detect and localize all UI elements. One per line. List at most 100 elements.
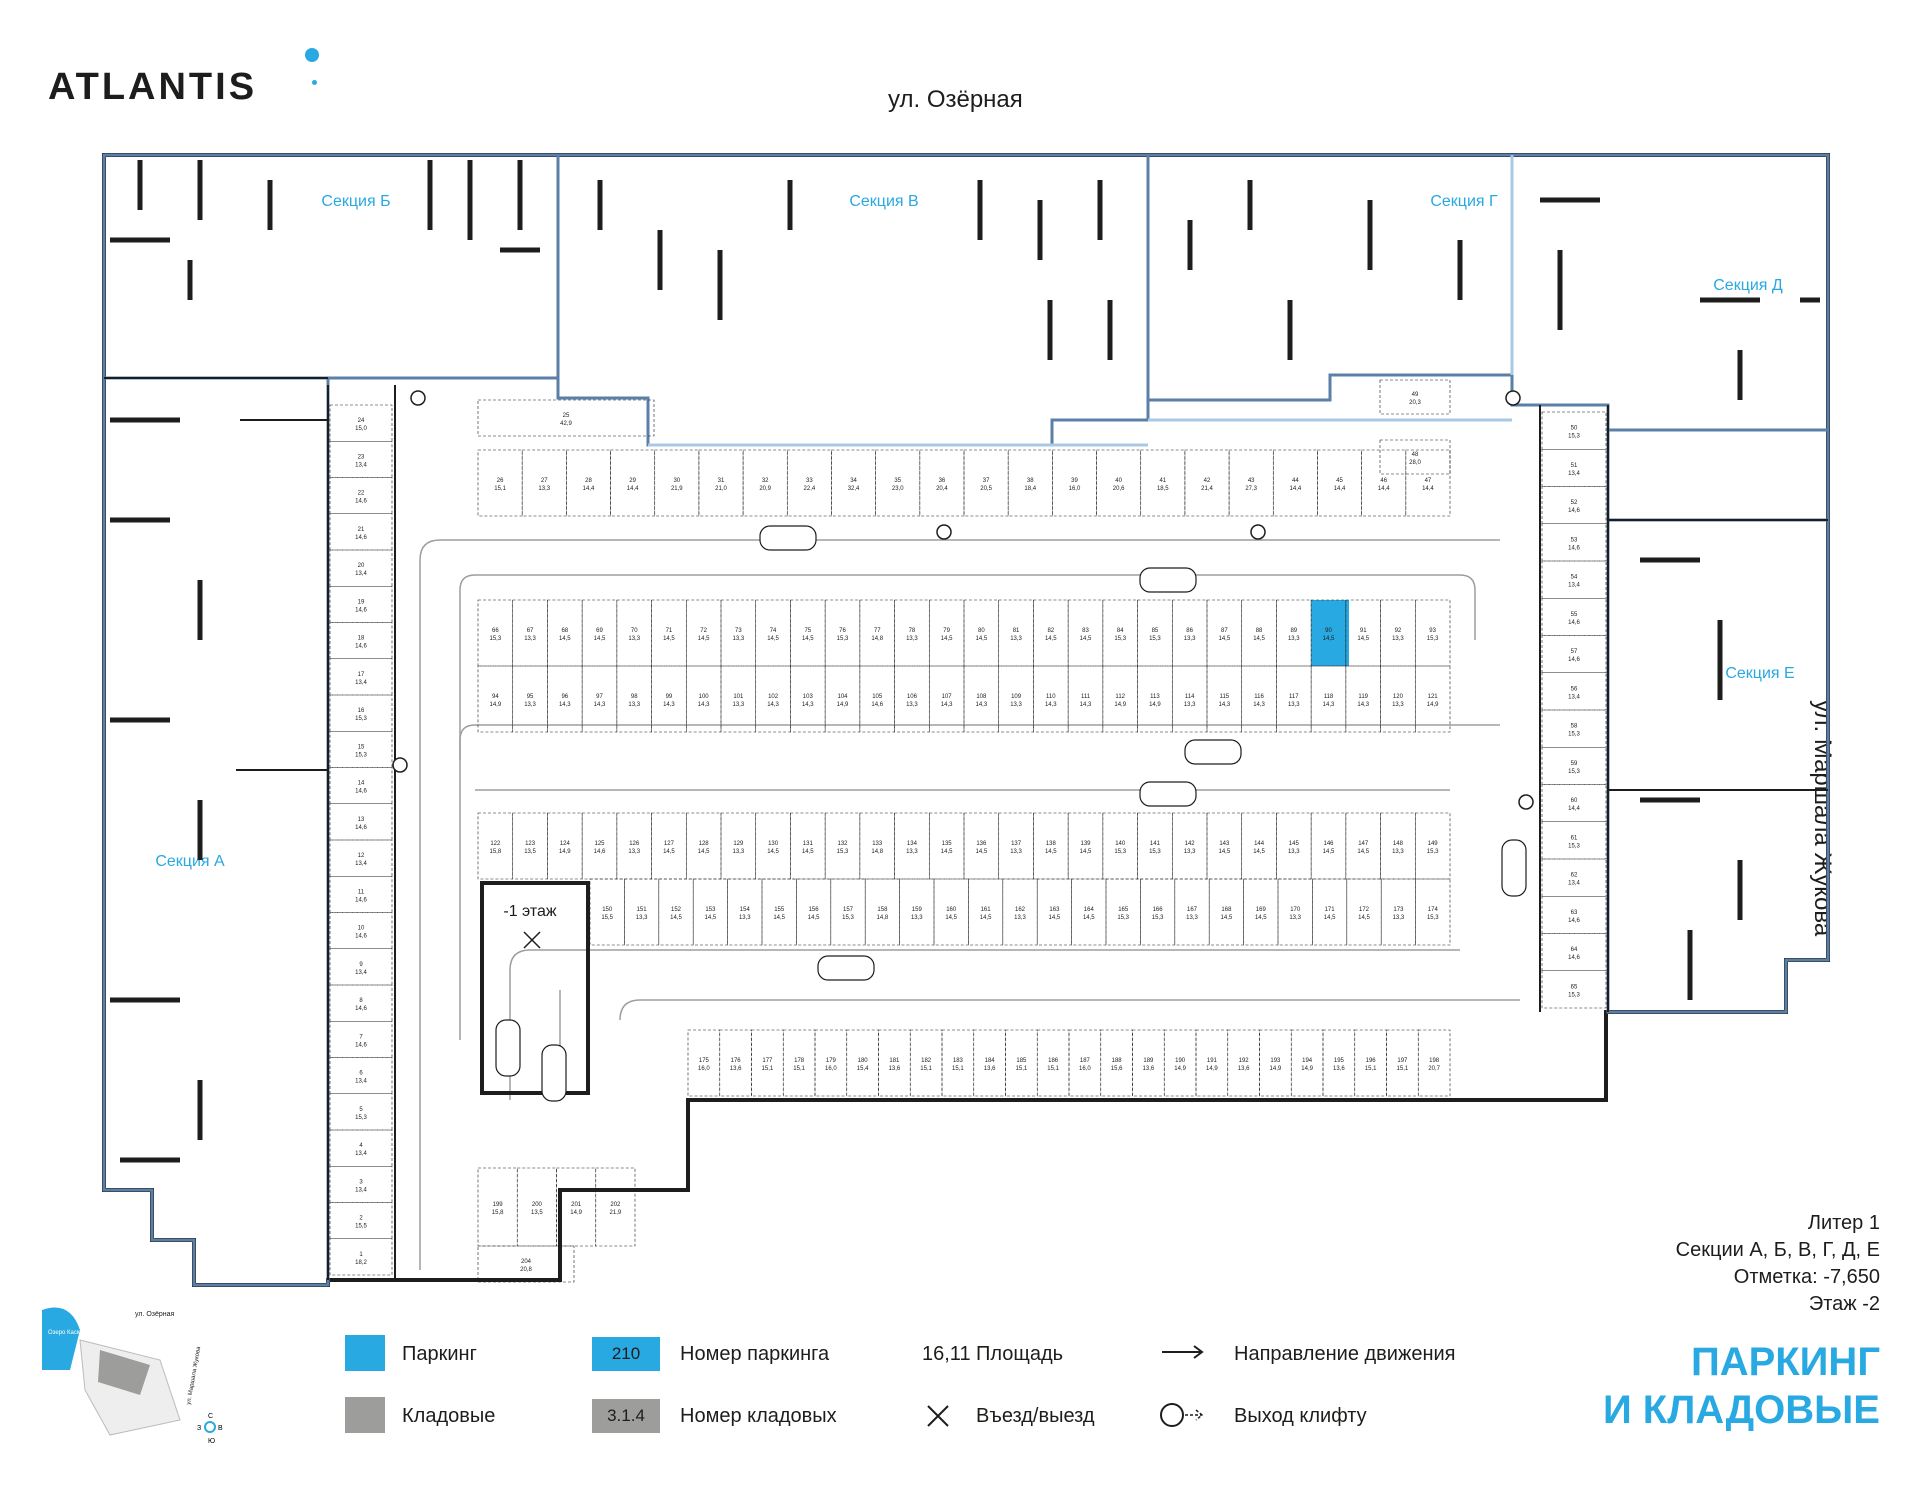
parking-space-9[interactable]: 913,4 — [329, 948, 393, 986]
parking-space-1[interactable]: 118,2 — [329, 1238, 393, 1276]
parking-space-5[interactable]: 515,3 — [329, 1093, 393, 1131]
